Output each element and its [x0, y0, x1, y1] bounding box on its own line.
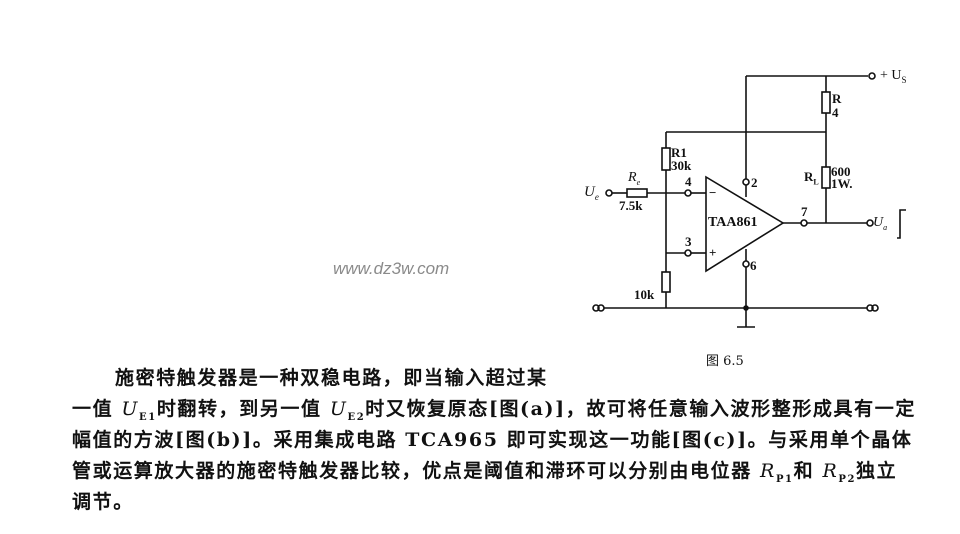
r4-value: 4 [832, 105, 839, 120]
plus-sign: + [709, 245, 717, 260]
r4-label: R [832, 91, 842, 106]
supply-label: + US [880, 68, 907, 85]
ground-terminal-left-b [592, 304, 600, 312]
paragraph-line-4: 管或运算放大器的施密特触发器比较，优点是阈值和滞环可以分别由电位器 RP1和 R… [72, 460, 898, 485]
pin3-label: 3 [685, 234, 692, 249]
paragraph-line-1: 施密特触发器是一种双稳电路，即当输入超过某 [115, 367, 548, 389]
pin4-terminal [684, 189, 692, 197]
pin2-label: 2 [751, 175, 758, 190]
paragraph-line-5: 调节。 [72, 491, 134, 513]
pin7-terminal [800, 219, 808, 227]
r1-label: R1 [671, 145, 687, 160]
re-label: Re [628, 170, 641, 187]
watermark: www.dz3w.com [333, 259, 450, 278]
output-step-icon [897, 209, 906, 239]
re-resistor [626, 188, 648, 198]
rl-resistor [821, 166, 831, 189]
rl-label: RL [804, 169, 819, 187]
r4-resistor [821, 91, 831, 114]
r1-value: 30k [671, 158, 692, 173]
paragraph-line-2: 一值 UE1时翻转，到另一值 UE2时又恢复原态[图(a)]，故可将任意输入波形… [72, 398, 916, 423]
ground-terminal-right [866, 304, 874, 312]
pin3-terminal [684, 249, 692, 257]
ic-label: TAA861 [708, 215, 758, 230]
output-label: Ua [873, 215, 888, 232]
ground-terminal-right-b [871, 304, 879, 312]
figure-caption: 图 6.5 [706, 354, 744, 369]
pin4-label: 4 [685, 174, 692, 189]
re-value: 7.5k [619, 198, 643, 213]
pin7-label: 7 [801, 204, 808, 219]
paragraph-line-3: 幅值的方波[图(b)]。采用集成电路 TCA965 即可实现这一功能[图(c)]… [72, 429, 913, 451]
rl-value-1: 600 [831, 164, 851, 179]
pin6-label: 6 [750, 258, 757, 273]
r1-resistor [661, 147, 671, 171]
minus-sign: − [709, 185, 717, 200]
rl-value-2: 1W. [831, 176, 853, 191]
input-label: Ue [584, 184, 599, 202]
pin6-terminal [742, 260, 750, 268]
supply-terminal [868, 72, 876, 80]
r-bottom-resistor [661, 271, 671, 293]
r-bottom-value: 10k [634, 287, 655, 302]
output-terminal [866, 219, 874, 227]
pin2-terminal [742, 178, 750, 186]
opamp-triangle [705, 175, 785, 273]
input-terminal [605, 189, 613, 197]
